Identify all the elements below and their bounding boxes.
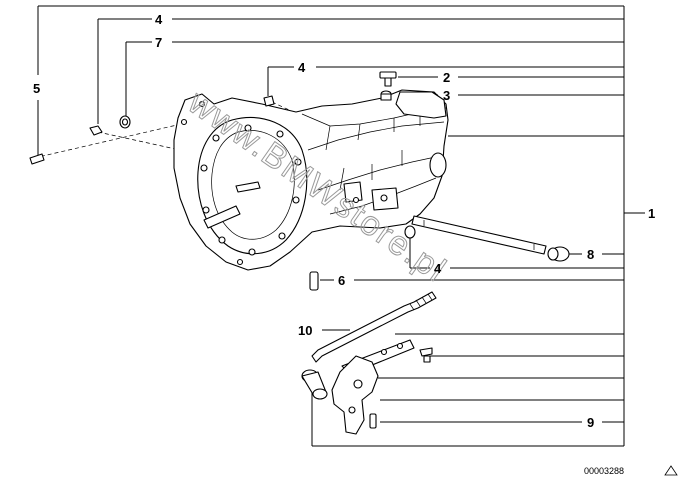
part-ring-7: [119, 115, 131, 129]
callout-5: 5: [33, 81, 40, 96]
callout-7: 7: [155, 35, 162, 50]
part-dowel-4-mid: [263, 95, 275, 107]
part-bolt-4-top: [89, 125, 103, 136]
part-selector-shaft: [411, 215, 547, 255]
callout-10: 10: [298, 323, 312, 338]
part-plug-2: [379, 71, 397, 87]
part-detent-plate: [331, 355, 379, 435]
part-cable-10: [311, 291, 437, 363]
callout-8: 8: [587, 247, 594, 262]
part-cap-8: [547, 246, 570, 262]
callout-9: 9: [587, 415, 594, 430]
callout-labels: 5 4 7 4 2 3 1 8 4 6 10 9: [33, 12, 655, 430]
leader-lines: [33, 5, 645, 447]
part-pin-9: [369, 413, 377, 429]
part-pin-5: [29, 153, 45, 165]
part-code: 00003288: [584, 466, 624, 476]
part-bushing-3: [380, 90, 392, 101]
part-screw: [419, 347, 433, 363]
part-sleeve-4-low: [404, 225, 416, 239]
callout-4-low: 4: [434, 261, 442, 276]
callout-1: 1: [648, 206, 655, 221]
bolt-holes: [180, 100, 302, 266]
part-pin-6: [309, 271, 319, 291]
callout-3: 3: [443, 88, 450, 103]
triangle-icon: [664, 465, 678, 476]
callout-4-top: 4: [155, 12, 163, 27]
callout-6: 6: [338, 273, 345, 288]
transmission-housing: [173, 89, 449, 271]
callout-2: 2: [443, 70, 450, 85]
part-bushing-sleeve: [301, 369, 328, 400]
callout-4-mid: 4: [298, 60, 306, 75]
